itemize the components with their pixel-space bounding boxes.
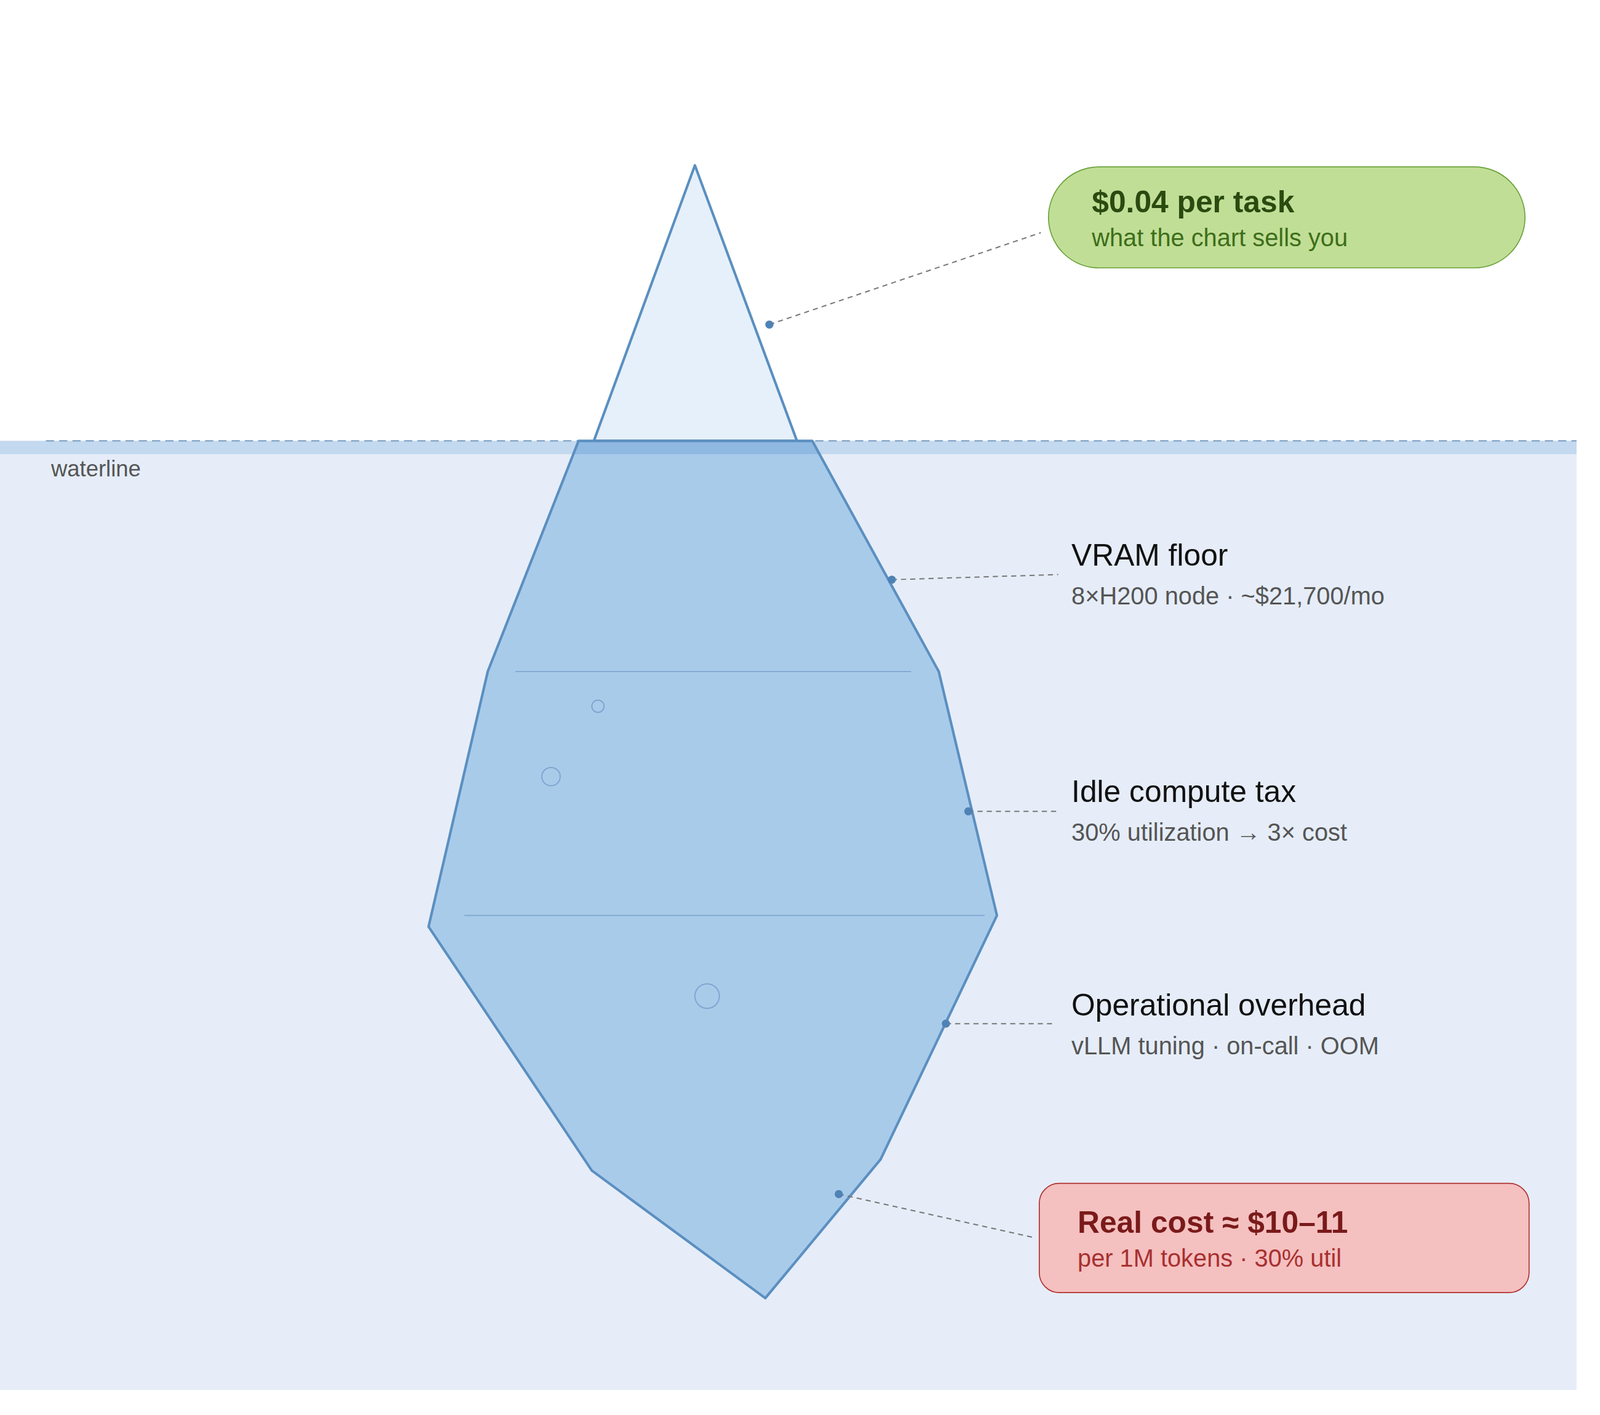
iceberg-outline [428, 440, 997, 1298]
bubble [592, 699, 605, 712]
callout-title: Real cost ≈ $10–11 [1077, 1201, 1517, 1242]
callout-detail: per 1M tokens · 30% util [1077, 1241, 1517, 1274]
leader-dot [941, 1019, 950, 1028]
water-body [0, 440, 1577, 1390]
layer-title: Operational overhead [1071, 987, 1366, 1022]
bubble [694, 983, 720, 1008]
layer-divider [464, 915, 985, 917]
callout-detail: what the chart sells you [1091, 221, 1512, 254]
leader-line [891, 574, 1058, 580]
leader-dot [765, 320, 774, 329]
layer-detail: 8×H200 node · ~$21,700/mo [1071, 582, 1385, 610]
waterline-label: waterline [51, 457, 141, 482]
layer-detail: 30% utilization → 3× cost [1071, 819, 1348, 847]
iceberg-surface-band [573, 440, 820, 455]
layer-detail: vLLM tuning · on-call · OOM [1071, 1032, 1380, 1060]
water-surface [0, 440, 1577, 455]
layer-title: Idle compute tax [1071, 774, 1296, 809]
leader-line [769, 232, 1041, 325]
iceberg-tip [593, 165, 797, 442]
leader-dot [964, 807, 973, 816]
layer-title: VRAM floor [1071, 537, 1228, 572]
leader-line [945, 1022, 1055, 1024]
result-box: Real cost ≈ $10–11per 1M tokens · 30% ut… [1038, 1182, 1530, 1293]
pill-callout: $0.04 per taskwhat the chart sells you [1048, 166, 1526, 269]
leader-dot [888, 575, 896, 584]
leader-line [968, 810, 1059, 812]
leader-dot [834, 1189, 843, 1198]
iceberg-body [428, 440, 997, 1298]
bubble [541, 767, 560, 786]
leader-line [838, 1193, 1036, 1238]
callout-title: $0.04 per task [1091, 181, 1512, 222]
layer-divider [515, 670, 911, 672]
